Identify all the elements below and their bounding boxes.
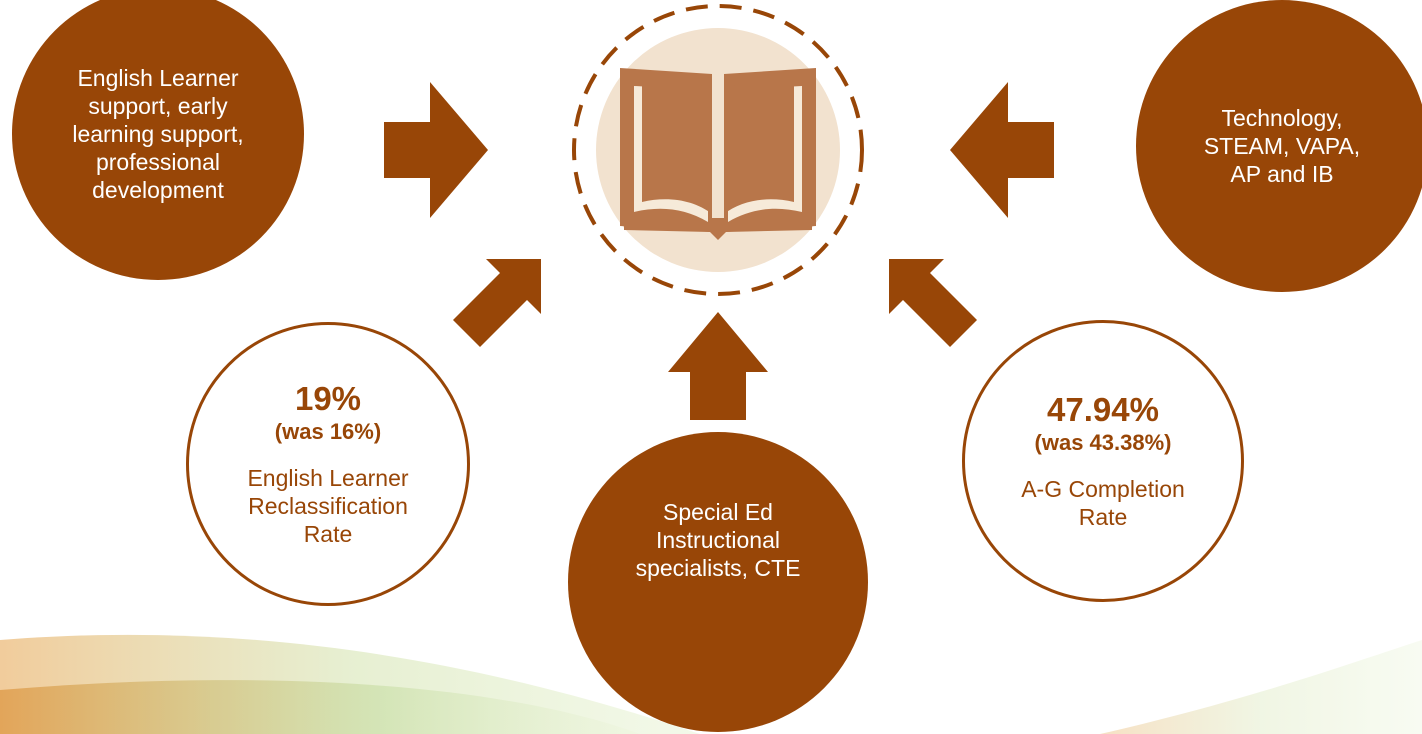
- metric-reclassification-rate: 19% (was 16%) English Learner Reclassifi…: [186, 322, 470, 606]
- metric-label-line: English Learner: [247, 465, 409, 491]
- open-book-icon: [620, 68, 816, 240]
- metric-label: English Learner Reclassification Rate: [247, 464, 408, 548]
- node-english-learner-support: English Learner support, early learning …: [12, 0, 304, 280]
- metric-label-line: Reclassification: [248, 493, 408, 519]
- arrow-left: [950, 82, 1054, 218]
- metric-label: A-G Completion Rate: [1021, 475, 1185, 531]
- node-line: Technology,: [1221, 105, 1343, 131]
- node-line: learning support,: [72, 121, 244, 147]
- metric-value: 19%: [294, 380, 362, 417]
- arrow-up-left: [889, 259, 977, 347]
- arrow-right: [384, 82, 488, 218]
- arrow-up: [668, 312, 768, 420]
- metric-ag-completion-rate: 47.94% (was 43.38%) A-G Completion Rate: [962, 320, 1244, 602]
- metric-label-line: Rate: [303, 521, 353, 547]
- metric-value: 47.94%: [1047, 391, 1159, 428]
- metric-previous-value: (was 43.38%): [1034, 430, 1172, 455]
- node-line: development: [92, 177, 224, 203]
- dashed-ring: [572, 4, 864, 296]
- metric-previous-value: (was 16%): [274, 419, 382, 444]
- metric-label-line: A-G Completion: [1021, 476, 1185, 502]
- node-special-ed: Special Ed Instructional specialists, CT…: [568, 432, 868, 732]
- metric-label-line: Rate: [1078, 504, 1128, 530]
- node-line: AP and IB: [1230, 161, 1334, 187]
- node-line: professional: [95, 149, 221, 175]
- node-line: STEAM, VAPA,: [1203, 133, 1361, 159]
- node-line: Instructional: [655, 527, 780, 553]
- node-line: Special Ed: [663, 499, 773, 525]
- arrow-up-right: [453, 259, 541, 347]
- node-line: English Learner: [77, 65, 239, 91]
- node-line: support, early: [88, 93, 228, 119]
- node-line: specialists, CTE: [635, 555, 801, 581]
- node-technology-steam: Technology, STEAM, VAPA, AP and IB: [1136, 0, 1422, 292]
